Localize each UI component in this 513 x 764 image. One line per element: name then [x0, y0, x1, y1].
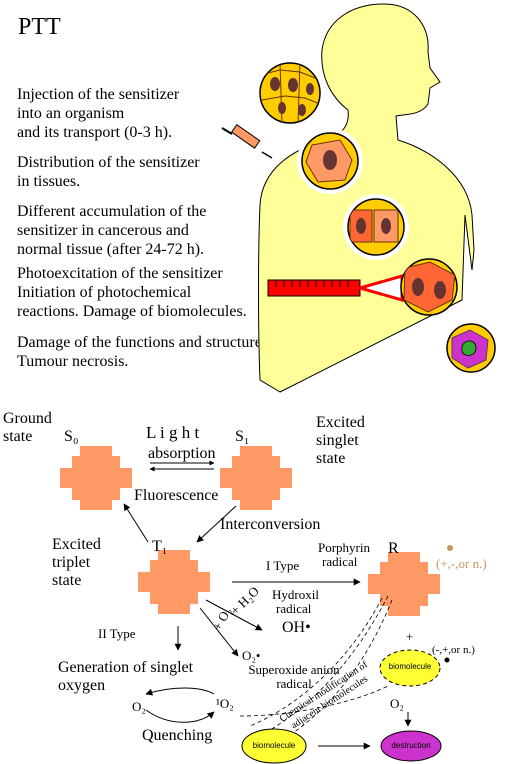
superoxide-arrow: [199, 607, 239, 657]
biomolecule-charge-label: (-,+,or n.): [432, 644, 475, 656]
step-line: in tissues.: [17, 173, 81, 190]
superoxide-label: O₂•: [242, 648, 261, 663]
step-line: normal tissue (after 24-72 h).: [17, 241, 205, 258]
type-two-label: II Type: [98, 626, 136, 641]
step-line: into an organism: [17, 105, 125, 122]
light-label: L i g h t: [146, 423, 200, 442]
sensitizer-s0: [60, 446, 132, 510]
step-line: reactions. Damage of biomolecules.: [17, 303, 247, 320]
interconversion-arrow: [196, 505, 237, 543]
radical-dot: [447, 545, 453, 551]
oh-label: OH•: [282, 619, 311, 636]
destruction-label: destruction: [391, 741, 431, 750]
step-injection: Injection of the sensitizer into an orga…: [17, 85, 179, 142]
quenching-arrow-top: [145, 687, 215, 696]
step-accumulation: Different accumulation of the sensitizer…: [17, 202, 206, 259]
hydroxil-arrow: [205, 599, 263, 631]
biomolecule-right-label: biomolecule: [388, 662, 432, 671]
plus-label: +: [406, 629, 414, 644]
o2-bottom-label: O₂: [390, 696, 404, 711]
reaction-dashed-lines: [239, 595, 393, 736]
ground-state-label: Ground state: [3, 410, 52, 445]
type-one-label: I Type: [266, 558, 300, 573]
biomolecule-bottom: [241, 728, 307, 764]
fluorescence-arrow: [123, 503, 149, 543]
porphyrin-radical-label: Porphyrin radical: [318, 540, 370, 569]
interconversion-label: Interconversion: [220, 516, 321, 533]
cell-circle-necrosis: [446, 323, 496, 373]
step-line: sensitizer in cancerous and: [17, 222, 189, 239]
step-line: Initiation of photochemical: [17, 284, 192, 301]
cell-circle-distribution: [297, 128, 363, 194]
excited-triplet-label: Excited triplet state: [52, 536, 101, 589]
step-line: and its transport (0-3 h).: [17, 124, 173, 141]
cell-circle-injection: [259, 62, 321, 124]
absorption-label: absorption: [148, 445, 216, 462]
destruction-ellipse: [380, 730, 442, 762]
s0-label: S₀: [64, 428, 79, 445]
o2-left-label: O₂: [132, 699, 146, 714]
biomolecule-dot: [444, 657, 450, 663]
cell-circle-accumulation: [343, 194, 409, 260]
step-line: Photoexcitation of the sensitizer: [17, 265, 223, 282]
quenching-label: Quenching: [142, 727, 213, 744]
laser-icon: [267, 274, 404, 302]
absorption-arrow: [149, 460, 215, 472]
sensitizer-s1: [220, 446, 292, 510]
excited-singlet-label: Excited singlet state: [316, 414, 365, 467]
singlet-generation-label: Generation of singlet oxygen: [58, 659, 194, 694]
hydroxil-radical-label: Hydroxil radical: [272, 587, 319, 616]
radical-charge-label: (+,-,or n.): [436, 556, 487, 571]
s1-label: S₁: [235, 428, 250, 445]
cell-circle-photoexcitation: [400, 258, 458, 316]
syringe-icon: [221, 123, 273, 159]
biomolecule-right: [379, 649, 441, 687]
step-line: Different accumulation of the: [17, 203, 207, 220]
step-distribution: Distribution of the sensitizer in tissue…: [17, 153, 200, 191]
step-line: Injection of the sensitizer: [17, 86, 180, 103]
sensitizer-radical: [368, 552, 440, 616]
step-line: Distribution of the sensitizer: [17, 154, 200, 171]
superoxide-anion-label: Superoxide anion radical: [248, 662, 340, 691]
t1-label: T₁: [152, 538, 168, 555]
r-label: R: [388, 540, 399, 557]
sensitizer-t1: [138, 550, 210, 614]
fluorescence-label: Fluorescence: [134, 487, 219, 504]
step-photoexcitation: Photoexcitation of the sensitizer Initia…: [17, 264, 247, 321]
step-line: Tumour necrosis.: [17, 353, 129, 370]
page-title: PTT: [18, 14, 61, 40]
biomolecule-bottom-label: biomolecule: [252, 741, 296, 750]
o2-singlet-label: ¹O₂: [216, 696, 234, 711]
quenching-arrow-bottom: [145, 709, 215, 723]
